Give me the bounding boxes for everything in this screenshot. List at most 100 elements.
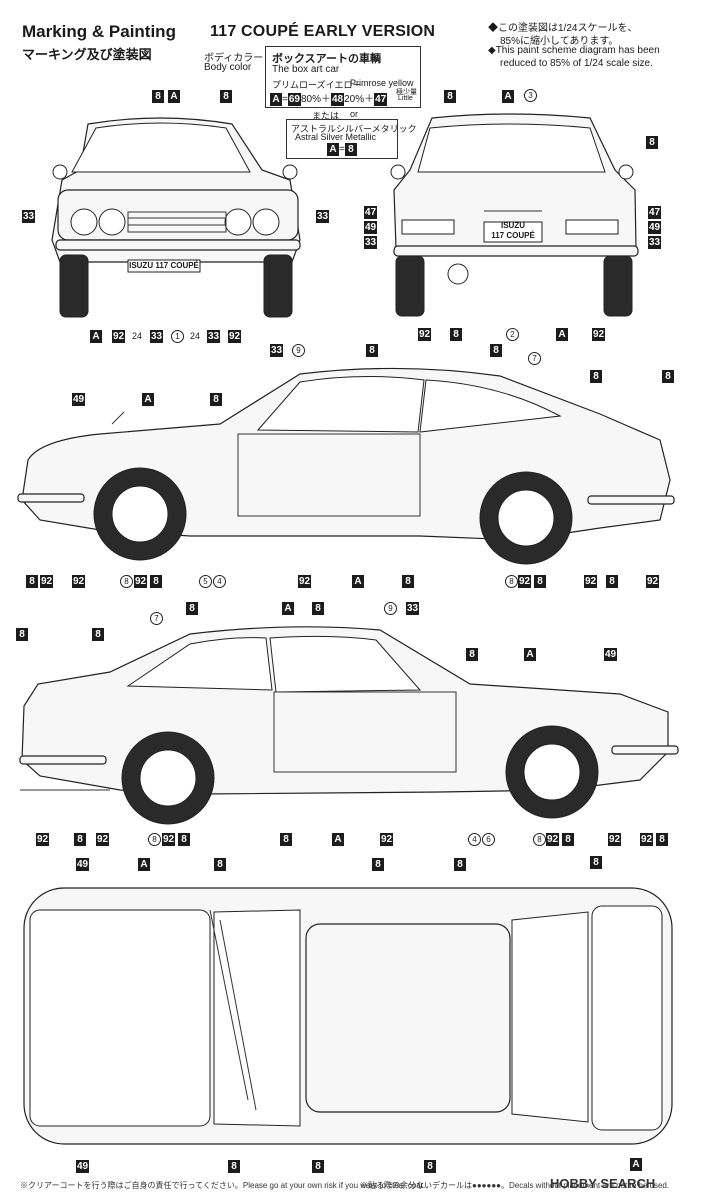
part-4-marker: 4 <box>468 833 481 846</box>
callout-8: 8 <box>662 370 674 383</box>
part-1-marker: 1 <box>171 330 184 343</box>
part-7-marker: 7 <box>528 352 541 365</box>
astral-color-box: アストラルシルバーメタリック Astral Silver Metallic A=… <box>286 119 417 159</box>
callout-8: 8 <box>466 648 478 661</box>
callout-92: 92 <box>72 575 86 588</box>
callout-92: 92 <box>380 833 394 846</box>
callout-92: 92 <box>228 330 242 343</box>
callout-92: 92 <box>40 575 54 588</box>
callout-a: A <box>352 575 364 588</box>
callout-92: 92 <box>518 575 532 588</box>
color-code-a: A <box>270 93 282 106</box>
callout-8: 8 <box>562 833 574 846</box>
callout-a: A <box>168 90 180 103</box>
callout-92: 92 <box>640 833 654 846</box>
callout-8: 8 <box>228 1160 240 1173</box>
footer-right-note: ※貼る際の余分ないデカールは●●●●●●。Decals without plac… <box>360 1181 670 1190</box>
callout-8: 8 <box>450 328 462 341</box>
callout-49: 49 <box>604 648 618 661</box>
callout-8: 8 <box>366 344 378 357</box>
callout-92: 92 <box>298 575 312 588</box>
part-8-marker: 8 <box>533 833 546 846</box>
top-view <box>23 887 673 1145</box>
part-8-marker: 8 <box>148 833 161 846</box>
label-24: 24 <box>190 331 201 341</box>
callout-8: 8 <box>214 858 226 871</box>
callout-92: 92 <box>134 575 148 588</box>
callout-8: 8 <box>372 858 384 871</box>
primrose-label-jp: プリムローズイエロー <box>272 80 362 90</box>
callout-8: 8 <box>424 1160 436 1173</box>
callout-a: A <box>630 1158 642 1171</box>
callout-92: 92 <box>592 328 606 341</box>
front-view <box>51 117 301 318</box>
scale-note-en-1: ◆This paint scheme diagram has been <box>488 45 660 56</box>
callout-92: 92 <box>96 833 110 846</box>
formula-20: 20%＋ <box>344 94 375 105</box>
callout-8: 8 <box>280 833 292 846</box>
box-art-color-box: ボックスアートの車輌 The box art car プリムローズイエロー Pr… <box>265 46 421 108</box>
callout-47: 47 <box>364 206 378 219</box>
callout-8: 8 <box>444 90 456 103</box>
callout-a: A <box>142 393 154 406</box>
page-title-jp: マーキング及び塗装図 <box>22 47 152 62</box>
primrose-label-en: Primrose yellow <box>350 78 414 88</box>
watermark: HOBBY SEARCH <box>550 1176 656 1191</box>
callout-33: 33 <box>270 344 284 357</box>
callout-8: 8 <box>150 575 162 588</box>
callout-92: 92 <box>112 330 126 343</box>
callout-33: 33 <box>22 210 36 223</box>
front-plate: ISUZU 117 COUPÉ <box>129 261 199 270</box>
formula-equals: = <box>282 94 288 105</box>
callout-8: 8 <box>210 393 222 406</box>
callout-47: 47 <box>648 206 662 219</box>
primrose-formula: A=6980%＋4820%＋47 <box>270 90 388 106</box>
callout-a: A <box>282 602 294 615</box>
callout-8: 8 <box>454 858 466 871</box>
callout-8: 8 <box>606 575 618 588</box>
box-art-label-jp: ボックスアートの車輌 <box>272 53 382 65</box>
callout-8: 8 <box>312 602 324 615</box>
callout-a: A <box>138 858 150 871</box>
astral-equals: = <box>339 144 345 155</box>
little-jp: 極少量 <box>396 89 417 96</box>
label-24: 24 <box>132 331 143 341</box>
formula-80: 80%＋ <box>300 94 331 105</box>
callout-8: 8 <box>656 833 668 846</box>
scale-note-en-2: reduced to 85% of 1/24 scale size. <box>500 58 653 69</box>
callout-92: 92 <box>546 833 560 846</box>
callout-a: A <box>524 648 536 661</box>
side-view-left <box>17 367 675 565</box>
callout-a: A <box>90 330 102 343</box>
page-title: Marking & Painting <box>22 22 176 41</box>
callout-8: 8 <box>92 628 104 641</box>
callout-92: 92 <box>162 833 176 846</box>
part-8-marker: 8 <box>120 575 133 588</box>
side-view-right <box>19 626 679 825</box>
part-7-marker: 7 <box>150 612 163 625</box>
color-code-a-2: A <box>327 143 339 156</box>
callout-8: 8 <box>534 575 546 588</box>
scale-note-jp-1: ◆この塗装図は1/24スケールを、 <box>488 23 638 34</box>
color-code-48: 48 <box>330 93 345 106</box>
body-color-label-jp: ボディカラー <box>204 53 264 64</box>
callout-33: 33 <box>207 330 221 343</box>
callout-33: 33 <box>150 330 164 343</box>
callout-33: 33 <box>316 210 330 223</box>
callout-33: 33 <box>364 236 378 249</box>
part-5-marker: 5 <box>199 575 212 588</box>
callout-8: 8 <box>312 1160 324 1173</box>
callout-49: 49 <box>364 221 378 234</box>
callout-92: 92 <box>584 575 598 588</box>
astral-label-jp: アストラルシルバーメタリック <box>291 124 417 134</box>
callout-33: 33 <box>648 236 662 249</box>
callout-8: 8 <box>590 856 602 869</box>
part-8-marker: 8 <box>505 575 518 588</box>
little-en: Little <box>398 95 413 102</box>
version-title: 117 COUPÉ EARLY VERSION <box>210 23 436 40</box>
color-code-8: 8 <box>344 143 357 156</box>
part-3-marker: 3 <box>524 89 537 102</box>
callout-8: 8 <box>186 602 198 615</box>
